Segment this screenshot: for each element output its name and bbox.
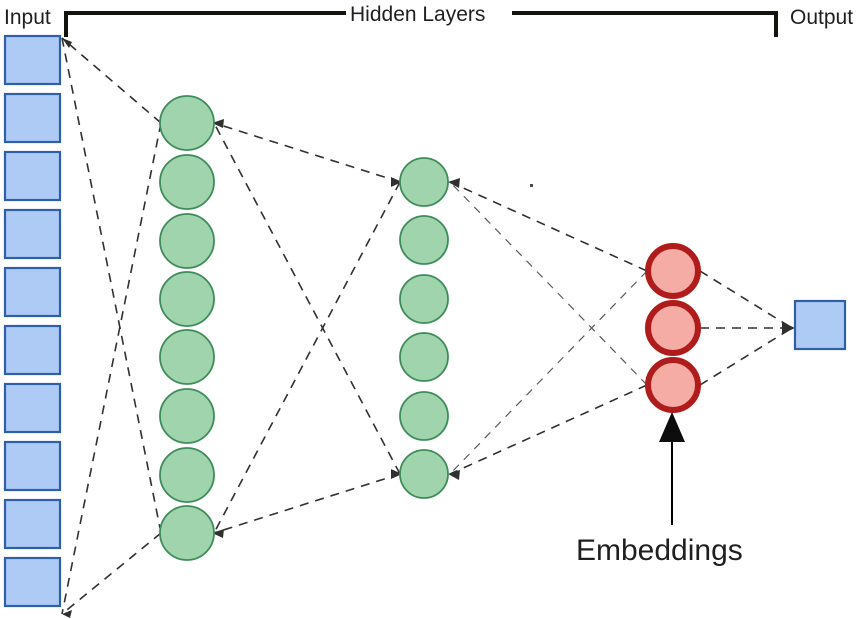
connections-embeddings-to-output xyxy=(699,270,795,386)
hidden-node[interactable] xyxy=(399,332,449,382)
arrowhead-icon xyxy=(212,529,224,538)
connection-line xyxy=(213,122,401,183)
connection-line xyxy=(699,270,793,329)
hidden-node[interactable] xyxy=(399,391,449,441)
hidden-node[interactable] xyxy=(159,388,215,444)
input-node[interactable] xyxy=(3,266,62,318)
connection-line xyxy=(213,122,401,475)
input-layer xyxy=(3,34,62,608)
arrowhead-icon xyxy=(62,610,72,618)
connection-line xyxy=(449,181,648,386)
connection-line xyxy=(449,270,648,475)
hidden-node[interactable] xyxy=(399,274,449,324)
input-node[interactable] xyxy=(3,150,62,202)
connections-input-to-hidden1 xyxy=(61,37,162,618)
arrowhead-icon xyxy=(391,177,402,187)
bracket-right-segment xyxy=(512,11,778,37)
hidden-layer-1 xyxy=(159,95,215,561)
hidden-node[interactable] xyxy=(159,447,215,503)
input-label: Input xyxy=(4,6,51,29)
stray-mark xyxy=(530,184,533,187)
hidden-layers-label: Hidden Layers xyxy=(350,3,485,26)
hidden-layer-2 xyxy=(399,157,449,499)
connections-hidden2-to-embeddings xyxy=(448,178,648,480)
hidden-node[interactable] xyxy=(159,505,215,561)
output-layer xyxy=(793,299,847,351)
hidden-layers-bracket xyxy=(64,11,778,37)
connection-line xyxy=(61,122,162,615)
embedding-node[interactable] xyxy=(645,300,701,356)
embedding-node[interactable] xyxy=(645,243,701,299)
arrowhead-icon xyxy=(212,119,224,128)
connection-line xyxy=(213,181,401,534)
output-label: Output xyxy=(790,6,853,29)
arrowhead-icon xyxy=(448,178,460,188)
hidden-node[interactable] xyxy=(399,215,449,265)
connection-line xyxy=(449,384,648,475)
hidden-node[interactable] xyxy=(399,157,449,207)
hidden-node[interactable] xyxy=(159,95,215,151)
output-node[interactable] xyxy=(793,299,847,351)
input-node[interactable] xyxy=(3,382,62,434)
connections-hidden1-to-hidden2 xyxy=(212,119,402,538)
arrowhead-icon xyxy=(391,469,402,479)
hidden-node[interactable] xyxy=(159,329,215,385)
input-node[interactable] xyxy=(3,440,62,492)
hidden-node[interactable] xyxy=(159,154,215,210)
hidden-node[interactable] xyxy=(399,449,449,499)
arrowhead-icon xyxy=(782,322,795,334)
input-node[interactable] xyxy=(3,324,62,376)
bracket-left-segment xyxy=(64,11,346,37)
hidden-node[interactable] xyxy=(159,213,215,269)
connection-line xyxy=(449,181,648,272)
embeddings-arrowhead-icon xyxy=(659,412,685,442)
connection-line xyxy=(61,37,162,534)
arrowhead-icon xyxy=(62,38,72,48)
connection-line xyxy=(213,473,401,534)
input-node[interactable] xyxy=(3,208,62,260)
connection-line xyxy=(699,327,793,386)
input-node[interactable] xyxy=(3,34,62,86)
embeddings-annotation: Embeddings xyxy=(576,412,743,567)
connection-line xyxy=(61,37,162,124)
embeddings-label: Embeddings xyxy=(576,534,743,567)
hidden-node[interactable] xyxy=(159,271,215,327)
embedding-layer xyxy=(645,243,701,413)
arrowhead-icon xyxy=(448,470,460,480)
embedding-node[interactable] xyxy=(645,357,701,413)
input-node[interactable] xyxy=(3,498,62,550)
input-node[interactable] xyxy=(3,92,62,144)
input-node[interactable] xyxy=(3,556,62,608)
connection-line xyxy=(61,532,162,615)
